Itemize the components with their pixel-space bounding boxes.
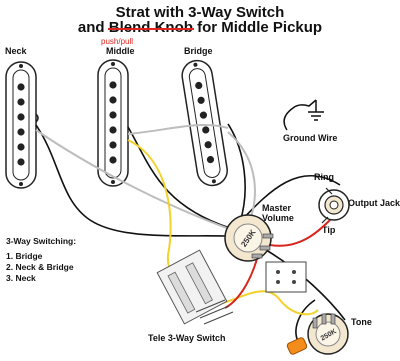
tone-label: Tone [351,317,372,327]
tip-label: Tip [322,225,336,235]
bridge-pickup [181,59,228,187]
output-jack-label: Output Jack [348,198,400,208]
tele-3-way-switch [156,249,234,325]
output-jack [318,187,350,224]
title-suffix: for Middle Pickup [192,19,323,36]
title-prefix: and [77,19,109,36]
bridge-label: Bridge [184,46,213,56]
push-pull-annotation: push/pull [101,37,134,46]
middle-pickup [97,59,129,187]
legend-title: 3-Way Switching: [6,236,77,246]
struck-blend-knob: Blend Knob [108,19,193,36]
master-label: Master [262,203,292,213]
tele-switch-label: Tele 3-Way Switch [148,333,226,343]
capacitor [286,337,308,355]
master-volume-pot: 250K [224,214,274,262]
ground-symbol [283,99,324,131]
neck-label: Neck [5,46,27,56]
push-pull-switch-body [265,261,307,293]
volume-label: Volume [262,213,294,223]
black-wires [35,123,346,346]
tone-pot: 250K [307,313,349,355]
switching-legend: 3-Way Switching: 1. Bridge 2. Neck & Bri… [6,236,76,284]
legend-item: 3. Neck [6,273,36,283]
diagram-title-line2: and Blend Knob for Middle Pickup [0,19,400,36]
ground-wire-label: Ground Wire [283,133,338,143]
diagram-title-line1: Strat with 3-Way Switch [115,4,285,21]
legend-item: 1. Bridge [6,251,43,261]
neck-pickup [5,61,39,189]
middle-label: Middle [106,46,135,56]
legend-item: 2. Neck & Bridge [6,262,74,272]
